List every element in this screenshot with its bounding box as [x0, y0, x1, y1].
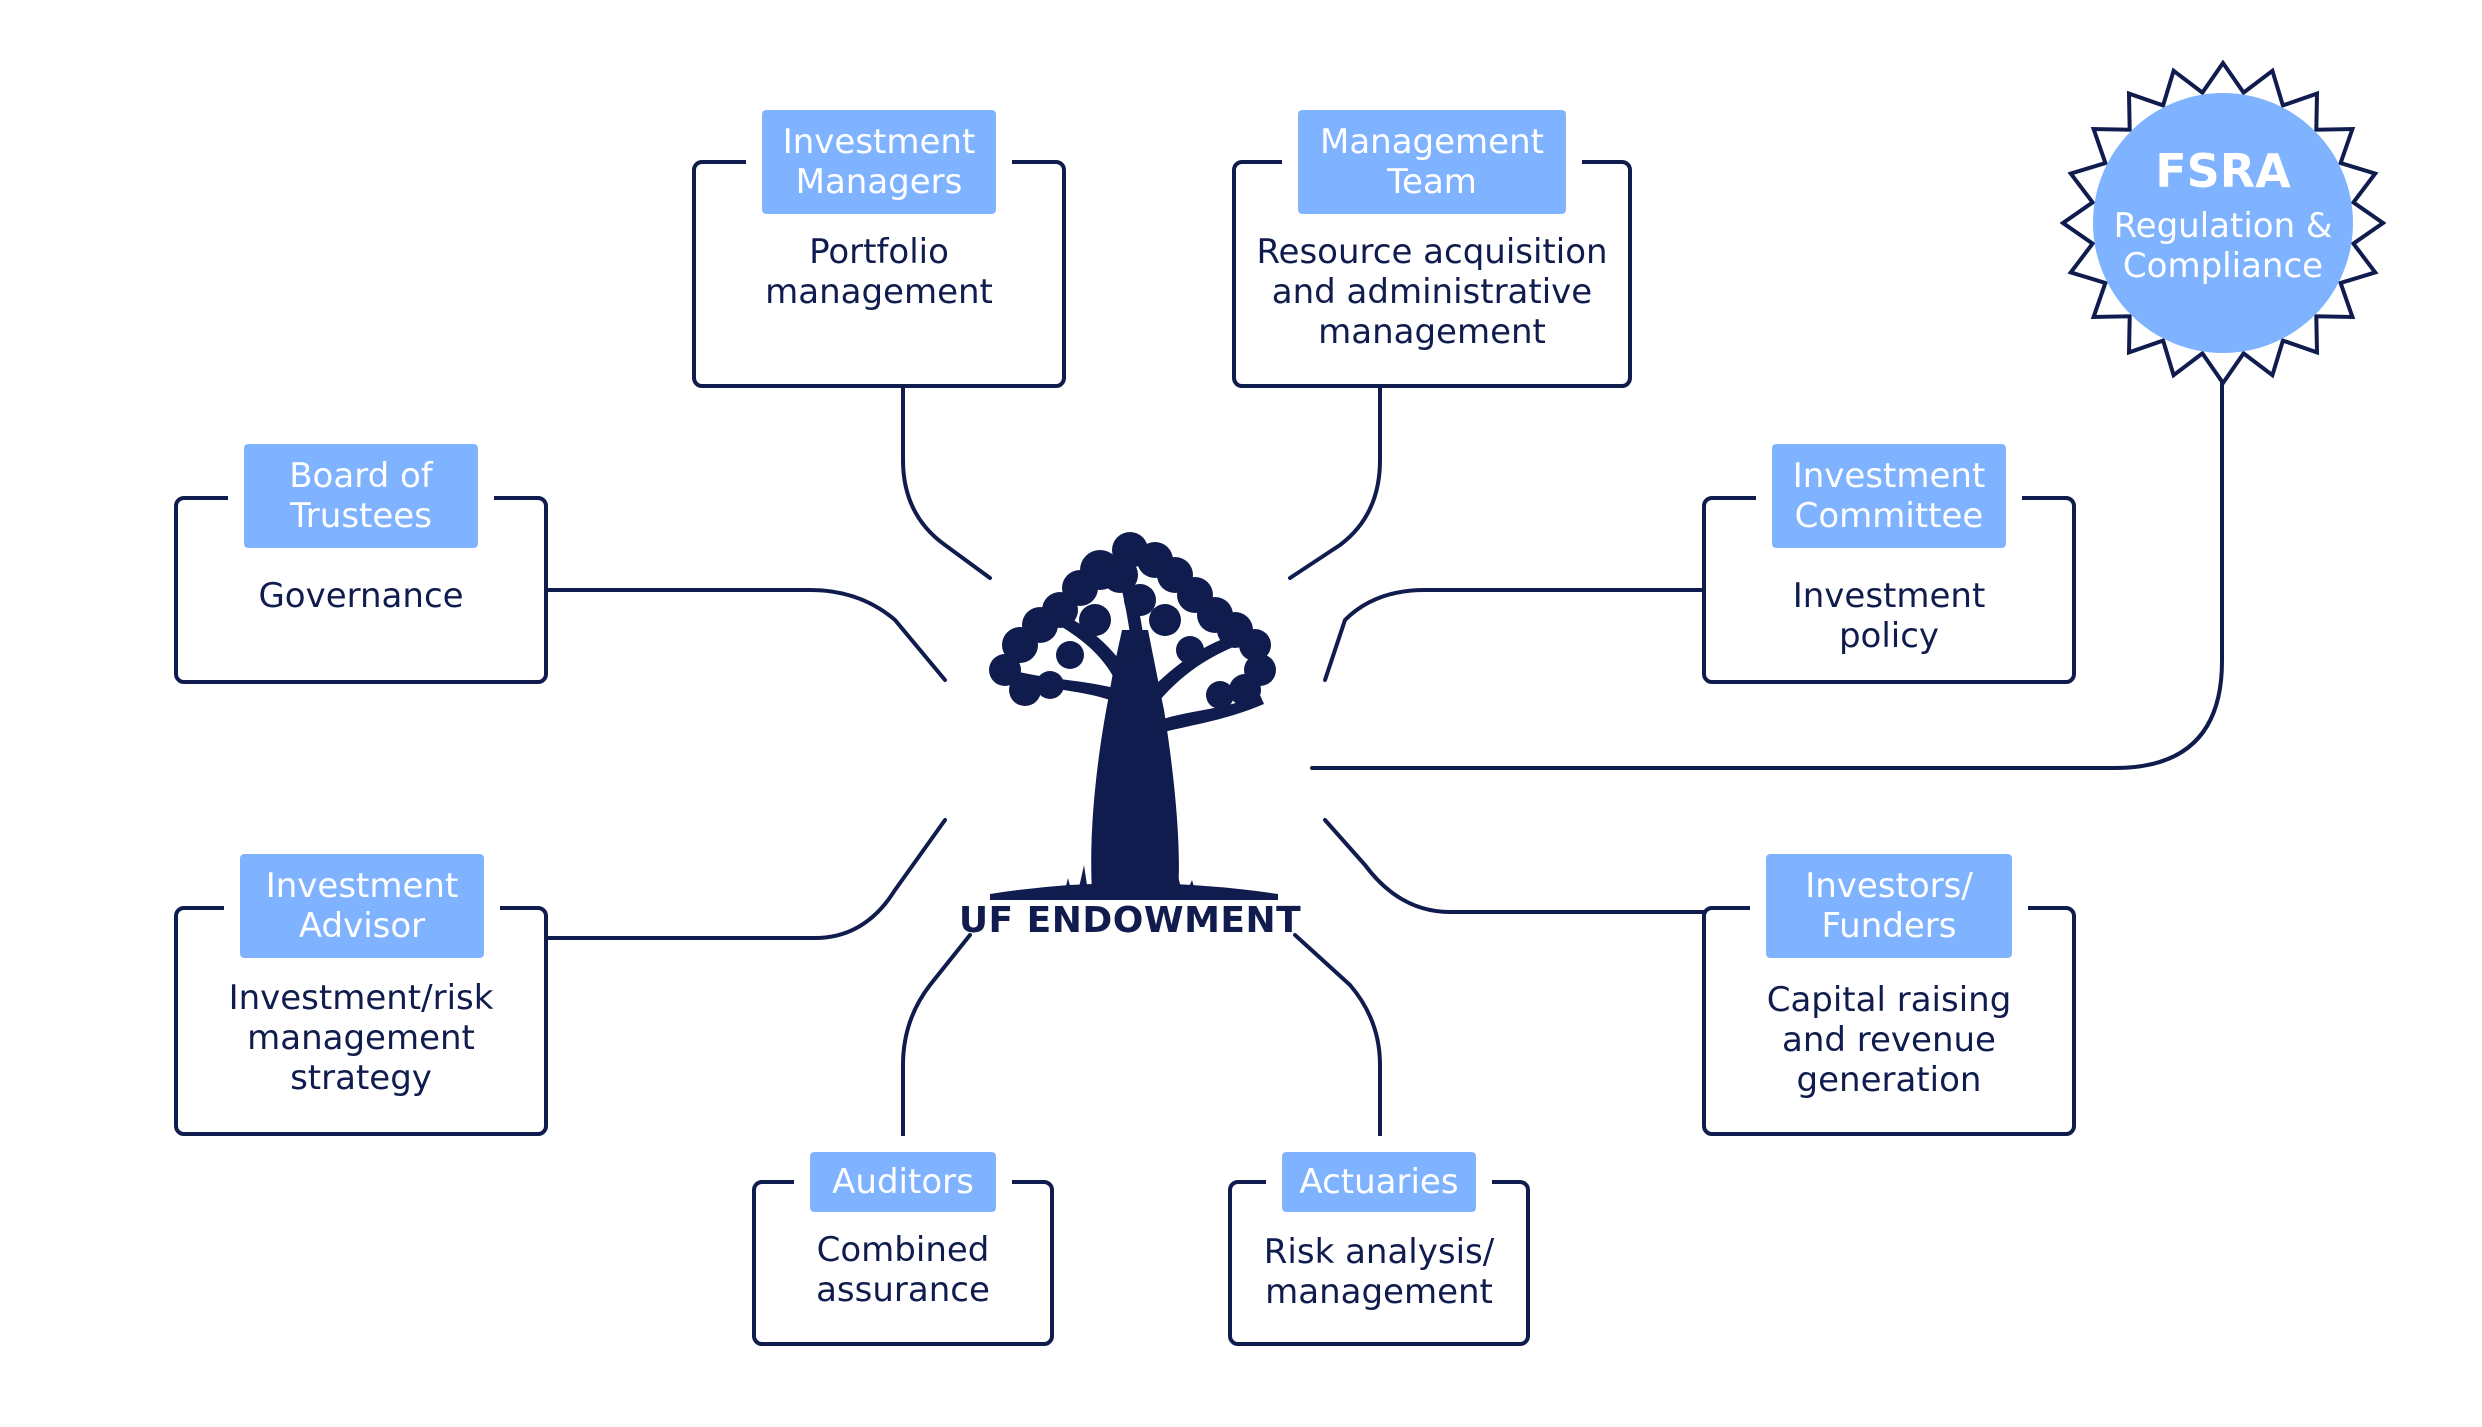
connector-management-team: [1288, 383, 1382, 580]
connector-investment-advisor: [545, 818, 947, 940]
node-investment-advisor-desc: Investment/risk management strategy: [228, 978, 494, 1098]
node-board-of-trustees-title: Board of Trustees: [228, 428, 494, 564]
node-actuaries-title: Actuaries: [1266, 1136, 1492, 1228]
node-auditors-title: Auditors: [794, 1136, 1012, 1228]
node-board-of-trustees-desc: Governance: [258, 576, 464, 616]
connector-fsra: [1310, 358, 2224, 770]
connector-actuaries: [1293, 933, 1382, 1152]
node-investment-managers-title: Investment Managers: [746, 94, 1012, 230]
center-label: UF ENDOWMENT: [958, 900, 1302, 941]
connector-auditors: [901, 933, 972, 1152]
node-investment-committee-desc: Investment policy: [1792, 576, 1986, 656]
seal-title: FSRA: [2155, 144, 2291, 198]
node-management-team-title: Management Team: [1282, 94, 1582, 230]
node-investment-managers-desc: Portfolio management: [765, 232, 993, 312]
connector-investors-funders: [1323, 818, 1707, 914]
node-investors-funders-desc: Capital raising and revenue generation: [1766, 980, 2012, 1100]
node-investment-advisor-title: Investment Advisor: [224, 838, 500, 974]
connector-investment-managers: [901, 383, 992, 580]
node-investors-funders-title: Investors/ Funders: [1750, 838, 2028, 974]
baobab-tree-icon: [989, 532, 1278, 900]
starburst-seal-icon: [2060, 60, 2386, 386]
node-investment-committee-title: Investment Committee: [1756, 428, 2022, 564]
node-auditors-desc: Combined assurance: [816, 1230, 990, 1310]
connector-board-of-trustees: [545, 588, 947, 682]
node-management-team-desc: Resource acquisition and administrative …: [1256, 232, 1608, 352]
connector-investment-committee: [1323, 588, 1707, 682]
seal-subtitle: Regulation & Compliance: [2113, 206, 2333, 286]
node-actuaries-desc: Risk analysis/ management: [1263, 1232, 1495, 1312]
